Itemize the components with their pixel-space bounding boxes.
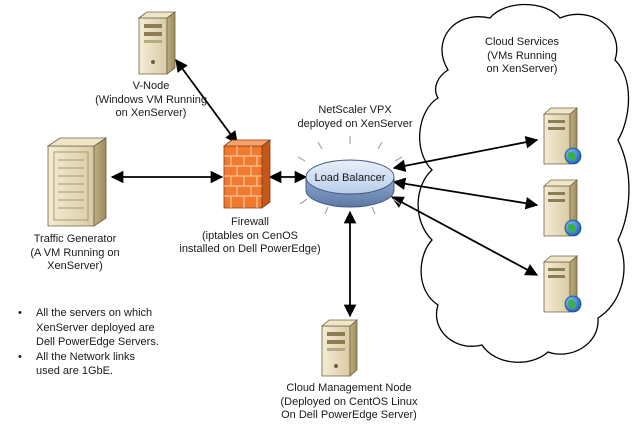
traffic-generator-server-icon	[46, 137, 108, 227]
vnode-label: V-Node (Windows VM Running on XenServer)	[95, 80, 207, 119]
link-lb-cloud-server-1	[392, 135, 539, 173]
cloud-server-2-icon	[542, 179, 582, 237]
firewall-label: Firewall (iptables on CenOS installed on…	[179, 216, 321, 255]
note-item: All the servers on which XenServer deplo…	[14, 306, 159, 350]
firewall-icon	[222, 139, 272, 209]
cloud-server-1-icon	[542, 107, 582, 165]
vnode-server-icon	[137, 11, 177, 75]
load-balancer-icon: Load Balancer	[297, 136, 403, 215]
notes-list: All the servers on which XenServer deplo…	[14, 306, 159, 379]
link-vnode-firewall	[175, 58, 238, 145]
management-node-label: Cloud Management Node (Deployed on CentO…	[280, 382, 418, 421]
traffic-generator-label: Traffic Generator (A VM Running on XenSe…	[30, 233, 120, 272]
load-balancer-label: Load Balancer	[315, 172, 386, 184]
link-lb-cloud-server-3	[390, 196, 539, 276]
cloud-services-label: Cloud Services (VMs Running on XenServer…	[485, 36, 559, 75]
cloud-server-3-icon	[542, 255, 582, 313]
load-balancer-heading: NetScaler VPX deployed on XenServer	[297, 104, 413, 130]
management-node-server-icon	[320, 319, 359, 377]
note-item: All the Network links used are 1GbE.	[14, 350, 159, 379]
